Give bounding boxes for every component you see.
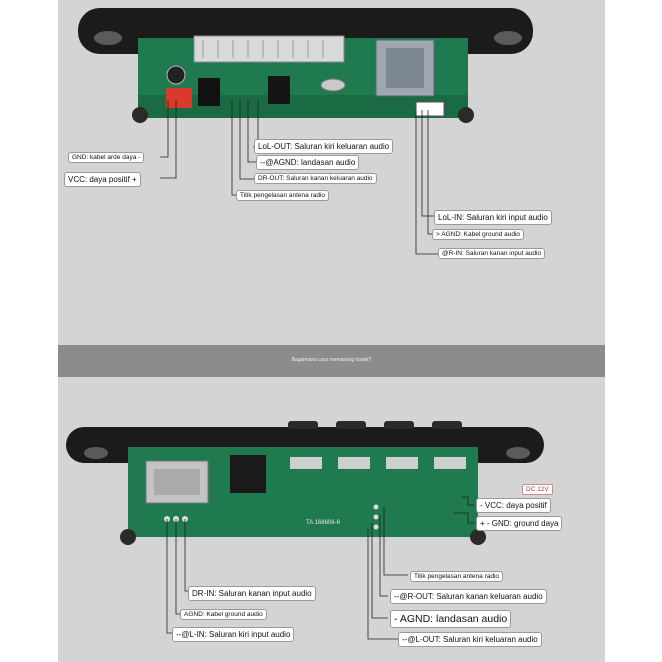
label-agnd-small: AGND: Kabel ground audio <box>180 609 267 620</box>
label-r-out: --@R-OUT: Saluran kanan keluaran audio <box>390 589 547 604</box>
label-antenna: Titik pengelasan antena radio <box>236 190 330 201</box>
top-board-photo <box>58 0 605 345</box>
connector <box>193 35 345 63</box>
label-lol-out: LoL-OUT: Saluran kiri keluaran audio <box>254 139 394 154</box>
label-gnd: GND: kabel arde daya - <box>68 152 145 163</box>
caption-band: Bagaimana cara memasang kawat? <box>58 345 605 377</box>
bottom-board-photo: TA 168606-6 <box>58 377 605 662</box>
label-vcc: VCC: daya positif + <box>64 172 141 187</box>
capacitor <box>166 65 186 85</box>
label-dr-in: DR-IN: Saluran kanan input audio <box>188 586 316 601</box>
caption-text: Bagaimana cara memasang kawat? <box>291 357 372 363</box>
bottom-board-drawing: TA 168606-6 <box>66 421 544 640</box>
label-l-in: --@L-IN: Saluran kiri input audio <box>172 627 295 642</box>
label-bottom-vcc: - VCC: daya positif <box>476 498 551 513</box>
chip <box>268 76 290 104</box>
label-bottom-gnd: + - GND: ground daya <box>476 516 563 531</box>
label-agnd-in: > AGND: Kabel ground audio <box>432 229 525 240</box>
label-lol-in: LoL-IN: Saluran kiri input audio <box>434 210 552 225</box>
power-connector <box>166 88 192 108</box>
label-dr-out: DR-OUT: Saluran kanan keluaran audio <box>254 173 377 184</box>
board-text: TA 168606-6 <box>306 520 341 526</box>
label-l-out: --@L-OUT: Saluran kiri keluaran audio <box>398 632 542 647</box>
top-board-drawing <box>78 8 533 255</box>
aux-jack <box>230 455 266 493</box>
label-dc12v: DC 12V <box>522 484 553 495</box>
label-r-in: @R-IN: Saluran kanan input audio <box>438 248 546 259</box>
label-bottom-antenna: Titik pengelasan antena radio <box>410 571 504 582</box>
label-bottom-agnd: - AGND: landasan audio <box>390 610 512 628</box>
label-agnd: --@AGND: landasan audio <box>256 155 360 170</box>
